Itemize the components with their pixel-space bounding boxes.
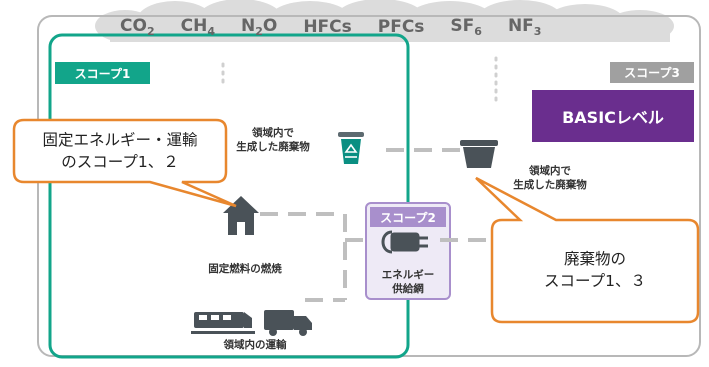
connector-lines bbox=[260, 148, 500, 302]
callout-energy-text: 固定エネルギー・運輸 のスコープ1、２ bbox=[42, 131, 198, 171]
basic-level-box: BASICレベル bbox=[532, 90, 694, 142]
gas-ch4: CH4 bbox=[180, 16, 215, 38]
callout-bubble-waste bbox=[475, 176, 700, 324]
gas-hfcs: HFCs bbox=[303, 17, 352, 37]
train-icon bbox=[191, 312, 255, 334]
emission-dots bbox=[221, 56, 498, 102]
scope1-frame bbox=[48, 33, 410, 359]
gas-n2o: N2O bbox=[240, 16, 278, 38]
label-energy-grid: エネルギー 供給網 bbox=[381, 269, 435, 295]
recycle-bin-icon bbox=[338, 132, 364, 164]
greenhouse-gas-list: CO2 CH4 N2O HFCs PFCs SF6 NF3 bbox=[120, 12, 640, 42]
callout-waste-text: 廃棄物の スコープ1、３ bbox=[544, 250, 646, 290]
scope2-badge: スコープ2 bbox=[370, 207, 446, 227]
plug-icon bbox=[381, 230, 428, 254]
label-transport: 領域内の運輸 bbox=[223, 339, 287, 351]
truck-icon bbox=[264, 310, 312, 336]
house-icon bbox=[223, 196, 259, 235]
gas-sf6: SF6 bbox=[450, 16, 482, 38]
gas-pfcs: PFCs bbox=[377, 17, 425, 37]
callout-bubble-energy bbox=[12, 118, 237, 208]
label-stationary-fuel: 固定燃料の燃焼 bbox=[208, 263, 282, 275]
scope3-badge: スコープ3 bbox=[610, 62, 694, 83]
label-waste-left: 領域内で 生成した廃棄物 bbox=[236, 127, 310, 153]
gas-co2: CO2 bbox=[120, 16, 155, 38]
scope1-badge: スコープ1 bbox=[55, 62, 150, 84]
label-waste-right: 領域内で 生成した廃棄物 bbox=[513, 165, 587, 191]
gas-nf3: NF3 bbox=[507, 16, 542, 38]
trash-bin-icon bbox=[460, 140, 498, 168]
